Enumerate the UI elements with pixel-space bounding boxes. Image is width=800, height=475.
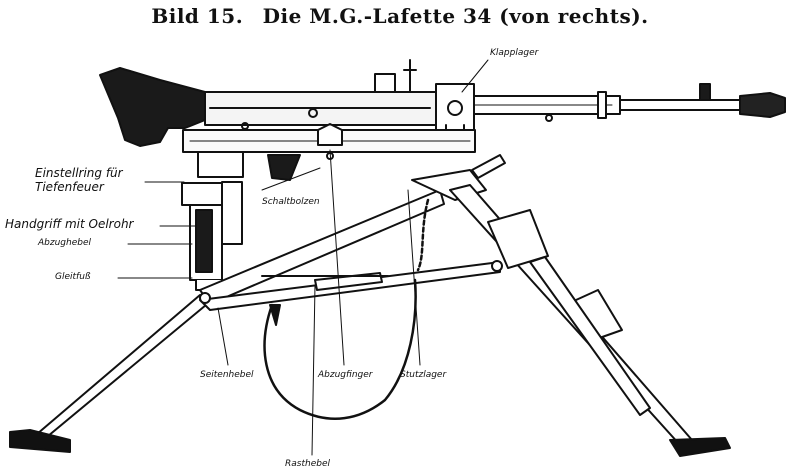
label-seitenhebel: Seitenhebel [200,370,254,380]
carrying-strap [263,198,430,420]
machine-gun [99,59,786,147]
figure-title: Bild 15. Die M.G.-Lafette 34 (von rechts… [0,4,800,28]
telescoping-cylinder [487,209,549,269]
rear-control-block [181,151,244,291]
tripod-front-foot [669,437,731,457]
mount-cradle [182,123,476,181]
gun-stock [99,67,211,147]
figure-number: Bild 15. [151,4,244,28]
leader-lines [117,59,489,456]
label-abzugfinger: Abzugfinger [318,370,373,380]
label-handgriff: Handgriff mit Oelrohr [5,217,134,231]
figure-caption: Die M.G.-Lafette 34 (von rechts). [262,4,649,28]
label-einstellring-line1: Einstellring für [35,166,123,180]
label-klapplager: Klapplager [490,48,539,58]
label-rasthebel: Rasthebel [285,459,330,469]
tripod-rear-foot [9,429,71,453]
label-schaltbolzen: Schaltbolzen [262,197,320,207]
flash-hider [739,92,786,118]
label-stutzlager: Stutzlager [400,370,447,380]
gun-barrel [619,99,741,111]
label-gleitfuss: Gleitfuß [55,272,91,282]
label-einstellring-line2: Tiefenfeuer [35,180,104,194]
tripod-rear-leg [29,294,213,447]
label-abzughebel: Abzughebel [38,238,92,248]
tripod [9,154,731,457]
